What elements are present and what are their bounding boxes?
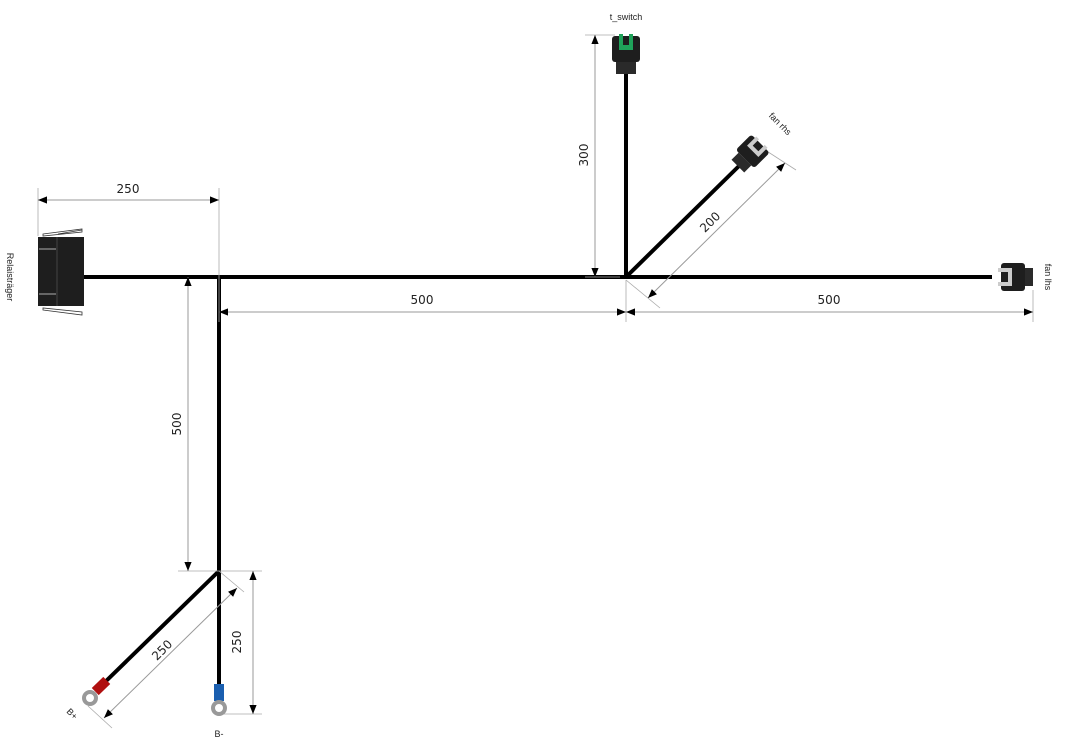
b-minus-label: B- (215, 729, 224, 739)
dimension-lines (38, 35, 1033, 719)
fan-lhs-label: fan lhs (1043, 264, 1053, 291)
fan-rhs-connector-icon (731, 135, 769, 173)
fan-rhs-label: fan rhs (767, 111, 794, 138)
wires (84, 72, 992, 686)
dim-label-500-vertical: 500 (170, 413, 184, 436)
b-plus-wire (101, 569, 221, 686)
dim-label-500-left: 500 (411, 293, 434, 307)
dim-label-200: 200 (697, 209, 723, 235)
dim-label-250-top: 250 (117, 182, 140, 196)
dim-line-200 (647, 162, 786, 299)
fan-rhs-wire (624, 163, 742, 279)
b-plus-terminal-icon (82, 676, 111, 706)
b-plus-label: B+ (65, 706, 80, 721)
fan-lhs-connector-icon (998, 263, 1033, 291)
dim-label-500-right: 500 (818, 293, 841, 307)
t-switch-label: t_switch (610, 12, 643, 22)
t-switch-connector-icon (612, 34, 640, 74)
b-minus-terminal-icon (211, 684, 227, 716)
dim-line-250-diagonal (103, 587, 238, 719)
dim-label-300: 300 (577, 144, 591, 167)
dim-label-250-diagonal: 250 (149, 637, 175, 663)
relay-connector-icon (38, 228, 84, 316)
relay-label: Relaisträger (5, 253, 15, 302)
dim-label-250-vertical: 250 (230, 631, 244, 654)
extension-lines (37, 34, 1034, 729)
